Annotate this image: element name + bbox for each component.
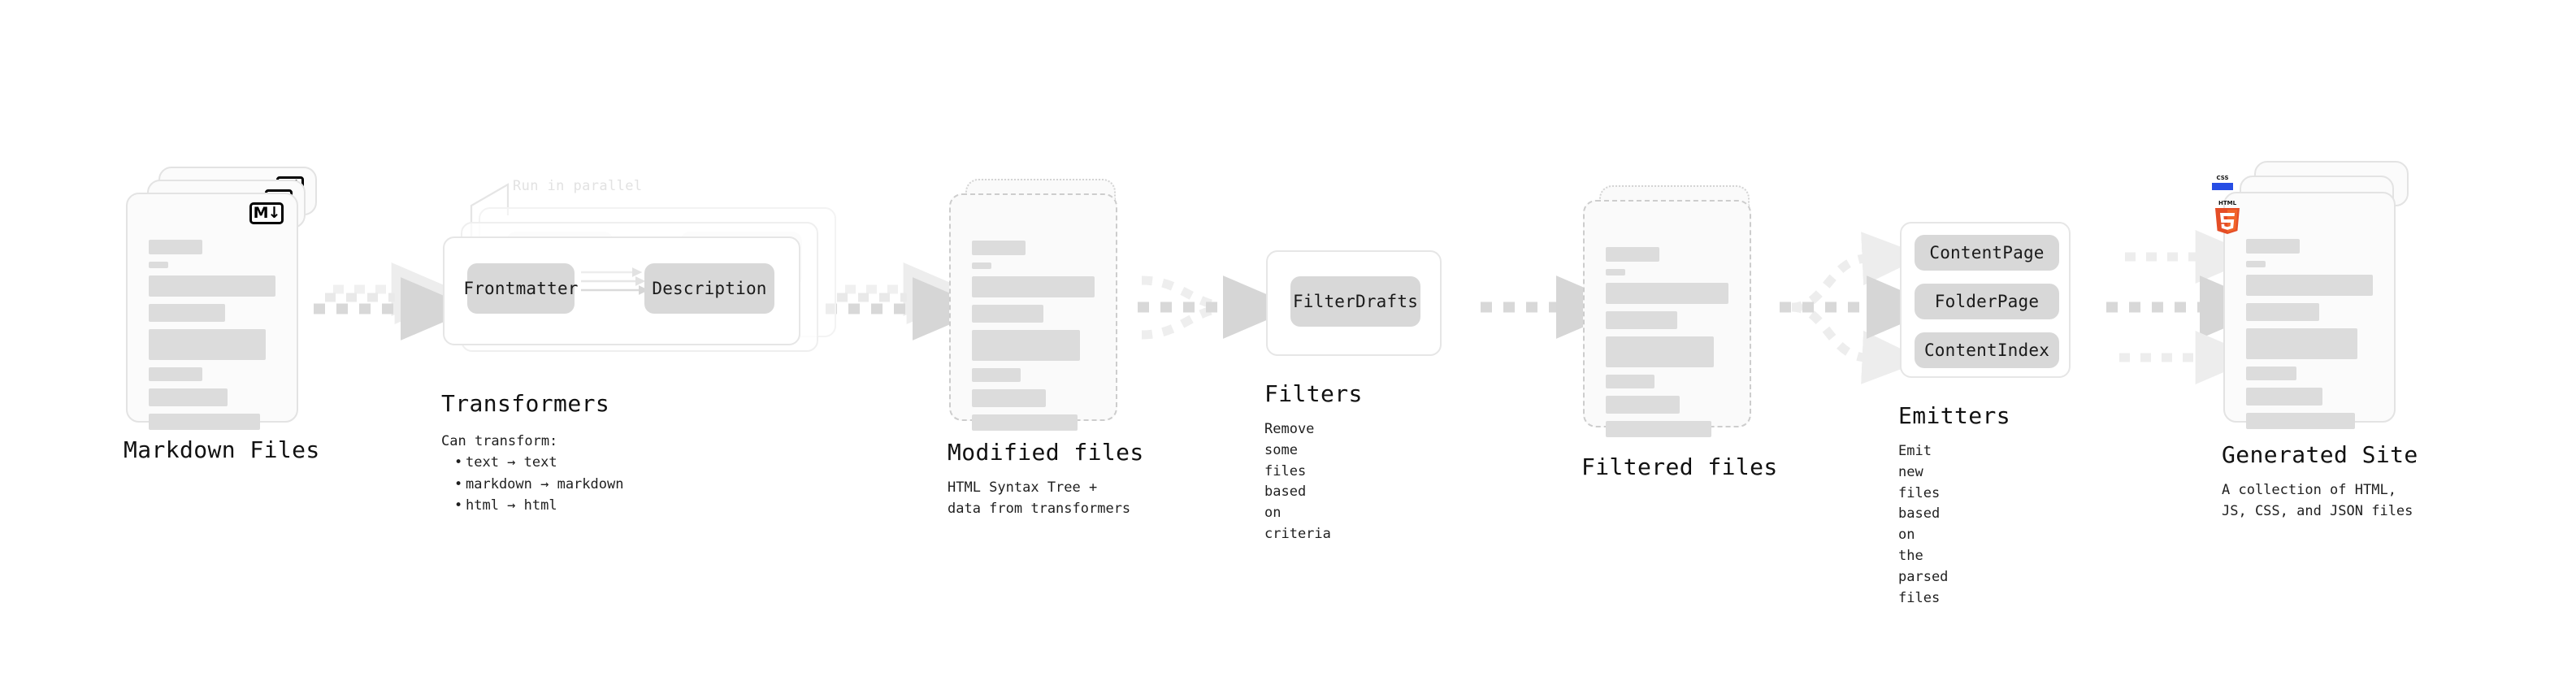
chip-description[interactable]: Description — [644, 263, 774, 314]
transform-item-markdown: markdown → markdown — [454, 474, 623, 496]
css-icon-label: CSS — [2216, 175, 2229, 181]
svg-text:HTML: HTML — [2218, 200, 2237, 206]
stage-subtitle-generated-site: A collection of HTML, JS, CSS, and JSON … — [2222, 482, 2413, 519]
stage-title-generated-site: Generated Site — [2222, 441, 2418, 468]
stage-filtered-files: Filtered files — [1581, 185, 1778, 480]
filters-box[interactable]: FilterDrafts — [1266, 250, 1442, 356]
placeholder-lines — [149, 240, 275, 437]
stage-title-filtered-files: Filtered files — [1581, 453, 1778, 480]
chip-filterdrafts[interactable]: FilterDrafts — [1290, 276, 1420, 327]
stage-title-markdown-files: Markdown Files — [124, 436, 320, 463]
markdown-file-stack[interactable]: M↓ M↓ M↓ — [126, 167, 329, 430]
transformers-capability-list: Can transform: text → text markdown → ma… — [441, 431, 623, 517]
stage-subtitle-emitters: Emit new files based on the parsed files — [1898, 443, 1949, 606]
stage-title-modified-files: Modified files — [948, 439, 1144, 466]
connector-modified-to-filters — [1138, 275, 1297, 340]
markdown-icon: M↓ — [249, 202, 284, 224]
chip-frontmatter[interactable]: Frontmatter — [463, 263, 578, 314]
connector-emitters-to-site — [2106, 230, 2274, 384]
chip-link-arrows — [581, 267, 644, 295]
stage-modified-files: Modified files HTML Syntax Tree + data f… — [948, 179, 1144, 517]
chip-contentpage[interactable]: ContentPage — [1915, 235, 2059, 271]
stage-title-filters: Filters — [1264, 380, 1363, 407]
stage-subtitle-modified-files: HTML Syntax Tree + data from transformer… — [948, 479, 1131, 517]
filtered-card-front[interactable] — [1583, 200, 1751, 437]
html5-icon: HTML — [2212, 198, 2243, 234]
placeholder-lines — [2246, 239, 2373, 436]
chip-contentindex[interactable]: ContentIndex — [1915, 332, 2059, 368]
stage-generated-site: CSS HTML — [2212, 161, 2426, 519]
css-icon: CSS — [2212, 176, 2233, 190]
stage-title-transformers: Transformers — [441, 390, 610, 417]
connector-filtered-to-emitters — [1780, 232, 1941, 384]
connector-transformers-to-modified — [826, 262, 987, 340]
modified-card-front[interactable] — [949, 193, 1117, 431]
stage-markdown-files: M↓ M↓ M↓ Markdown Files — [124, 167, 329, 463]
modified-file-stack[interactable] — [949, 179, 1144, 431]
placeholder-lines — [972, 241, 1095, 438]
markdown-card-front[interactable]: M↓ — [126, 193, 298, 430]
run-in-parallel-label: Run in parallel — [513, 178, 643, 194]
transformers-lead: Can transform: — [441, 433, 558, 449]
filtered-file-stack[interactable] — [1583, 185, 1778, 437]
transformers-items: text → text markdown → markdown html → h… — [441, 452, 623, 516]
transform-item-text: text → text — [454, 452, 623, 474]
placeholder-lines — [1606, 247, 1728, 445]
generated-card-front-html[interactable]: HTML — [2215, 192, 2396, 429]
stage-subtitle-filters: Remove some files based on criteria — [1264, 421, 1331, 543]
emitters-box[interactable]: ContentPage FolderPage ContentIndex — [1900, 222, 2071, 378]
transformers-box-front[interactable]: Frontmatter Description — [443, 236, 800, 345]
generated-site-file-stack[interactable]: CSS HTML — [2212, 161, 2426, 429]
stage-title-emitters: Emitters — [1898, 402, 2011, 429]
chip-folderpage[interactable]: FolderPage — [1915, 284, 2059, 319]
transform-item-html: html → html — [454, 495, 623, 517]
